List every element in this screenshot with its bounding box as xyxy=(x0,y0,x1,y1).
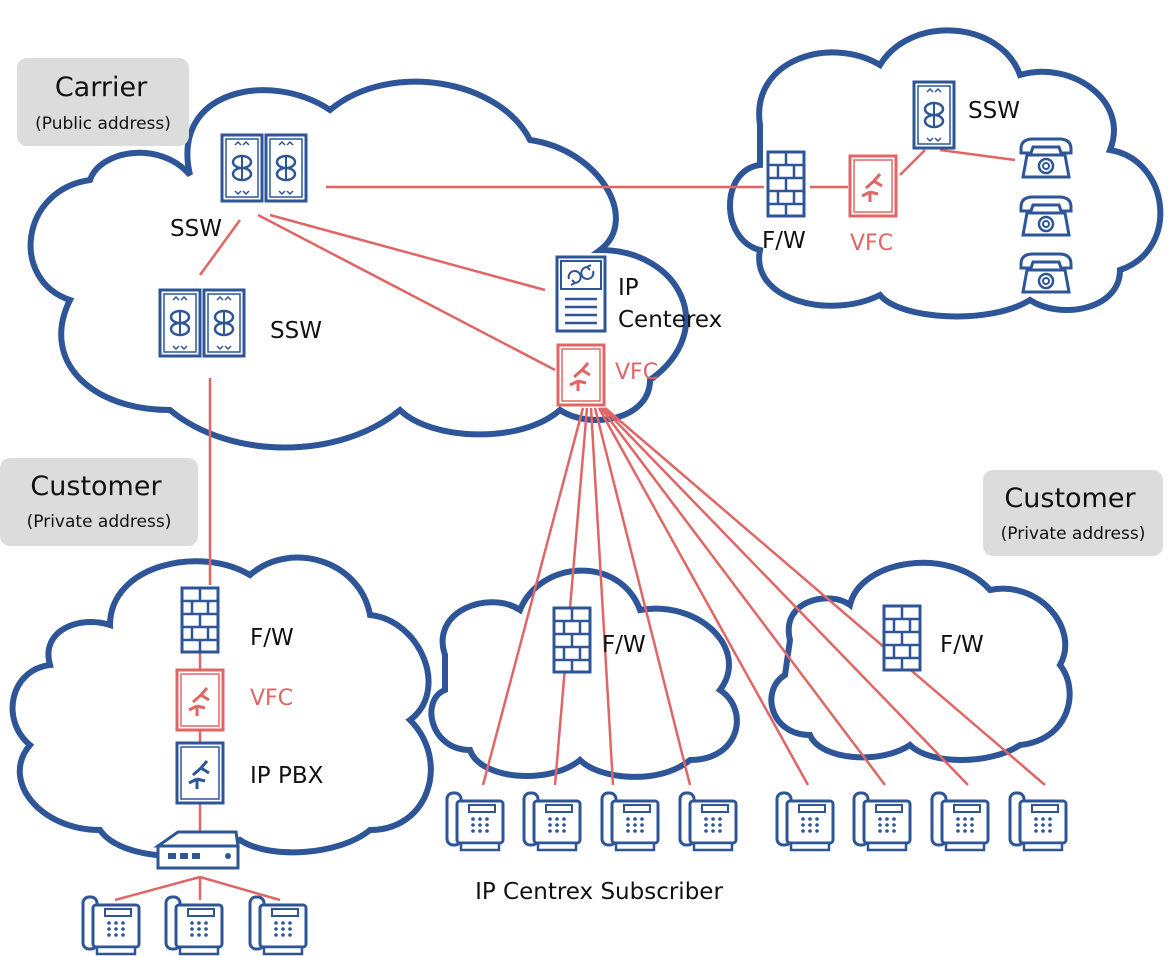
ip-phone-icon xyxy=(852,791,912,852)
ip-phone-icon xyxy=(930,791,990,852)
softswitch-icon xyxy=(912,80,956,150)
customer-left-subtitle: (Private address) xyxy=(27,512,172,532)
fw-center-right-label: F/W xyxy=(940,632,984,658)
analog-phone-icon xyxy=(1019,137,1073,179)
ip-phone-icon xyxy=(81,895,141,956)
ip-centerex-label-line2: Centerex xyxy=(618,307,722,333)
analog-phone-icon xyxy=(1019,252,1073,294)
analog-phone-icon xyxy=(1019,195,1073,237)
customer-left-title: Customer xyxy=(30,471,162,502)
network-hub-icon xyxy=(153,830,240,870)
vfc-left-label: VFC xyxy=(250,686,293,711)
customer-left-label-box: Customer (Private address) xyxy=(0,458,198,546)
ip-phone-icon xyxy=(522,791,582,852)
network-links xyxy=(114,148,1046,902)
fw-left-label: F/W xyxy=(250,625,294,651)
carrier-subtitle: (Public address) xyxy=(35,114,171,134)
ip-pbx-icon xyxy=(175,741,225,805)
vfc-carrier-label: VFC xyxy=(615,360,658,385)
vfc-right-label: VFC xyxy=(850,231,893,256)
carrier-title: Carrier xyxy=(55,72,148,103)
fw-center-label: F/W xyxy=(602,632,646,658)
carrier-label-box: Carrier (Public address) xyxy=(17,58,189,146)
firewall-icon xyxy=(552,606,592,674)
ssw-right-label: SSW xyxy=(968,98,1020,124)
ip-phone-icon xyxy=(248,895,308,956)
ip-phone-icon xyxy=(445,791,505,852)
ip-phone-icon xyxy=(1008,791,1068,852)
firewall-icon xyxy=(882,604,922,672)
ip-pbx-label: IP PBX xyxy=(250,763,324,789)
customer-right-label-box: Customer (Private address) xyxy=(983,470,1163,556)
remote-carrier-cloud xyxy=(727,27,1164,320)
subscriber-caption: IP Centrex Subscriber xyxy=(475,879,723,905)
ssw-top-label: SSW xyxy=(170,216,222,242)
ip-centerex-server-icon xyxy=(555,255,607,333)
ip-phone-icon xyxy=(164,895,224,956)
ip-phone-icon xyxy=(678,791,738,852)
ip-centerex-label-line1: IP xyxy=(618,275,639,301)
ip-phone-icon xyxy=(600,791,660,852)
customer-center-cloud xyxy=(428,567,740,780)
cloud-shapes xyxy=(9,27,1164,859)
vfc-icon xyxy=(848,154,898,218)
vfc-icon xyxy=(556,343,606,407)
vfc-icon xyxy=(175,668,225,732)
ssw-mid-label: SSW xyxy=(270,318,322,344)
fw-right-label: F/W xyxy=(762,228,806,254)
customer-right-subtitle: (Private address) xyxy=(1001,524,1146,544)
firewall-icon xyxy=(180,586,220,654)
ip-phone-icon xyxy=(775,791,835,852)
customer-right-title: Customer xyxy=(1004,483,1136,514)
firewall-icon xyxy=(766,150,806,218)
